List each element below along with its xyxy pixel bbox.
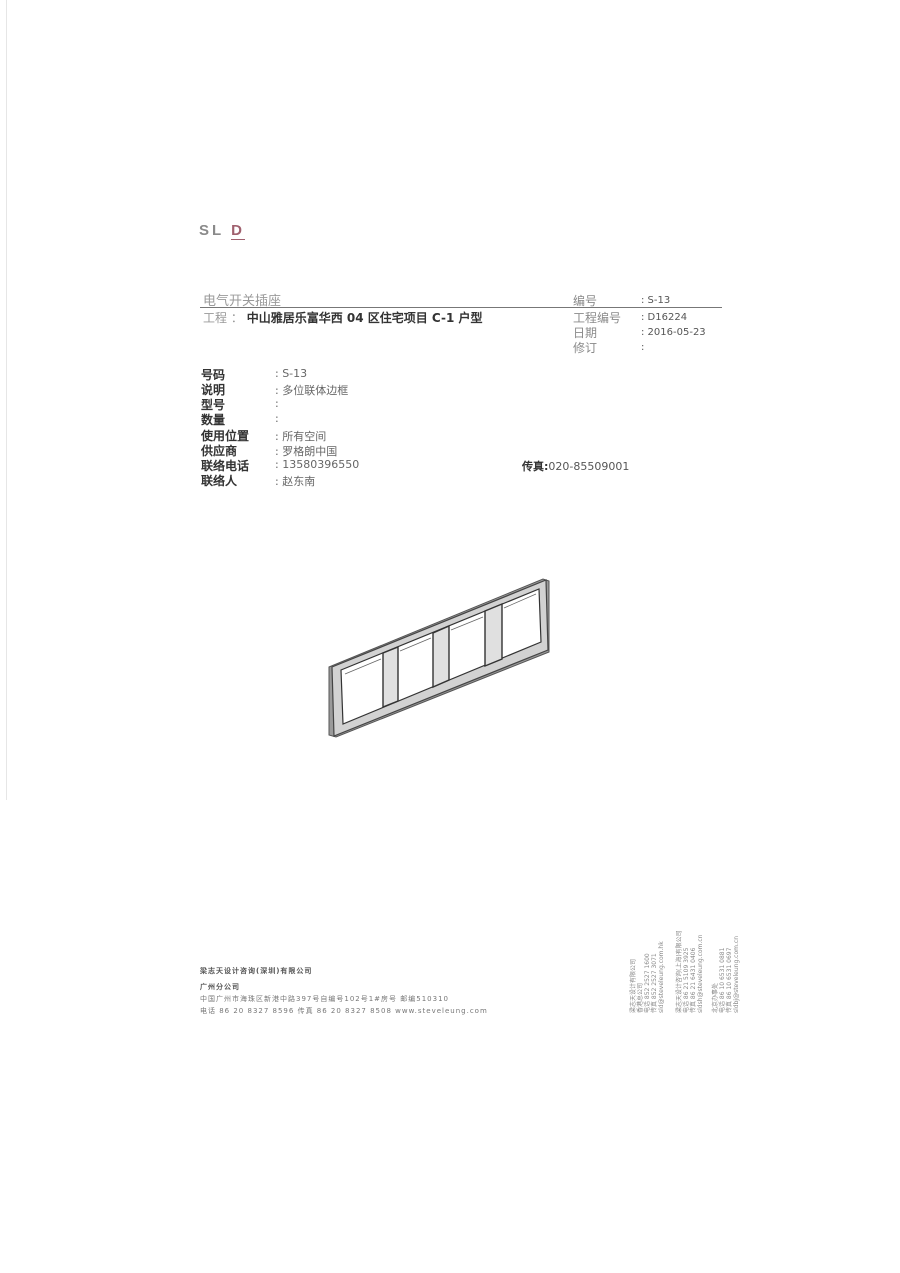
info-val-phone: : 13580396550 <box>275 458 360 471</box>
header-rule <box>200 307 722 308</box>
project-value: 中山雅居乐富华西 04 区住宅项目 C-1 户型 <box>246 311 483 325</box>
sld-logo: SL D <box>199 222 245 240</box>
office-hk-fax: 传真 852 2527 3071 <box>651 953 658 1013</box>
info-val-code: : S-13 <box>275 367 308 380</box>
office-hk-phone: 电话 852 2527 1600 <box>644 953 651 1013</box>
meta-key-project-no: 工程编号 <box>573 311 622 325</box>
project-sep: ： <box>230 311 243 325</box>
office-sh-email: sldsh@steveleung.com.cn <box>697 934 704 1013</box>
info-val-supplier: : 罗格朗中国 <box>275 445 338 458</box>
info-val-location: : 所有空间 <box>275 430 327 443</box>
scan-edge-line <box>6 0 7 800</box>
fax-line: 传真:020-85509001 <box>522 458 629 474</box>
footer-office-bj: 北京办事处 电话 86 10 6531 0881 传真 86 10 6531 0… <box>712 936 740 1013</box>
footer-branch: 广州分公司 <box>200 983 240 991</box>
info-key-model: 型号 <box>201 398 226 412</box>
footer-office-sh: 梁志天设计咨询(上海)有限公司 电话 86 21 5109 3925 传真 86… <box>676 930 704 1013</box>
meta-key-revision: 修订 <box>573 341 598 355</box>
info-key-supplier: 供应商 <box>201 444 238 458</box>
office-hk-name: 梁志天设计有限公司 <box>630 958 637 1013</box>
meta-key-number: 编号 <box>573 294 598 308</box>
logo-sl: SL <box>199 222 224 239</box>
project-line: 工程 ： 中山雅居乐富华西 04 区住宅项目 C-1 户型 <box>203 309 483 326</box>
info-key-code: 号码 <box>201 368 226 382</box>
meta-val-project-no: : D16224 <box>641 312 688 323</box>
project-label: 工程 <box>203 311 228 325</box>
footer-address: 中国广州市海珠区新港中路397号自编号102号1#房号 邮编510310 <box>200 995 449 1003</box>
meta-val-date: : 2016-05-23 <box>641 327 706 338</box>
info-val-quantity: : <box>275 412 279 425</box>
info-key-quantity: 数量 <box>201 413 226 427</box>
office-hk-email: sld@steveleung.com.hk <box>658 941 665 1013</box>
office-bj-phone: 电话 86 10 6531 0881 <box>719 947 726 1013</box>
office-sh-fax: 传真 86 21 6431 0406 <box>690 947 697 1013</box>
info-val-model: : <box>275 397 279 410</box>
info-key-contact: 联络人 <box>201 474 238 488</box>
meta-val-number: : S-13 <box>641 295 671 306</box>
info-key-location: 使用位置 <box>201 429 250 443</box>
info-val-description: : 多位联体边框 <box>275 384 349 397</box>
fax-label: 传真: <box>522 460 549 473</box>
office-bj-fax: 传真 86 10 6531 0697 <box>726 947 733 1013</box>
office-sh-name: 梁志天设计咨询(上海)有限公司 <box>676 930 683 1013</box>
meta-val-revision: : <box>641 342 645 353</box>
info-key-description: 说明 <box>201 383 226 397</box>
footer-office-hk: 梁志天设计有限公司 香港总公司 电话 852 2527 1600 传真 852 … <box>630 941 665 1013</box>
logo-d: D <box>231 222 245 240</box>
meta-key-date: 日期 <box>573 326 598 340</box>
product-frame-drawing <box>328 578 550 738</box>
office-sh-phone: 电话 86 21 5109 3925 <box>683 947 690 1013</box>
office-hk-branch: 香港总公司 <box>637 982 644 1013</box>
office-bj-name: 北京办事处 <box>712 982 719 1013</box>
office-bj-email: sldbj@steveleung.com.cn <box>733 936 740 1013</box>
footer-company: 梁志天设计咨询(深圳)有限公司 <box>200 967 313 975</box>
fax-value: 020-85509001 <box>548 460 630 473</box>
footer-contact: 电话 86 20 8327 8596 传真 86 20 8327 8508 ww… <box>200 1007 488 1015</box>
document-title: 电气开关插座 <box>203 294 282 309</box>
info-key-phone: 联络电话 <box>201 459 250 473</box>
info-val-contact: : 赵东南 <box>275 475 316 488</box>
